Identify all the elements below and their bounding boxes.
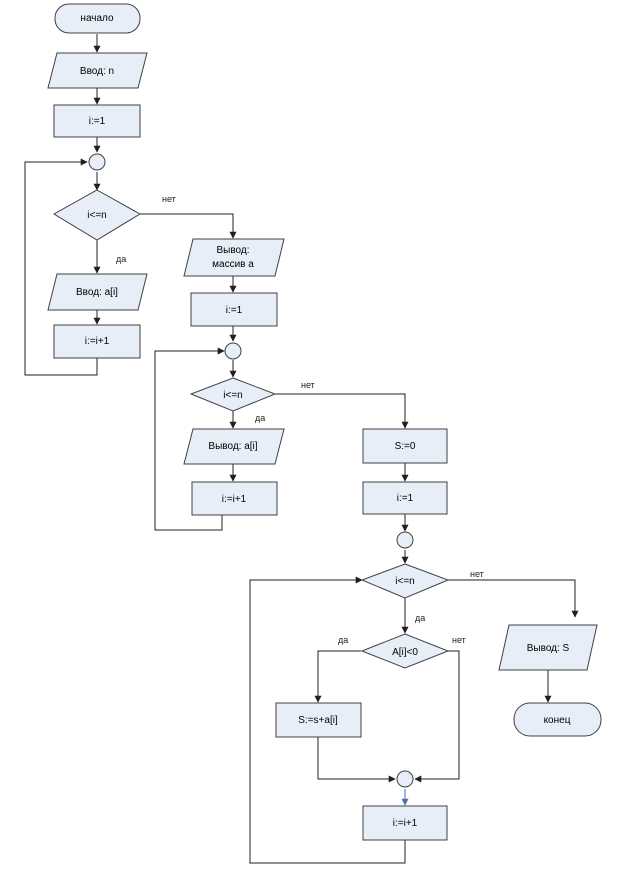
increment-block-1: i:=i+1 bbox=[53, 324, 141, 359]
input-ai-label: Ввод: a[i] bbox=[76, 287, 118, 298]
init-i-block-2: i:=1 bbox=[190, 292, 278, 327]
increment-label-3: i:=i+1 bbox=[393, 818, 418, 829]
no-label-1: нет bbox=[162, 194, 176, 204]
init-i-label-3: i:=1 bbox=[397, 493, 414, 504]
sum-block: S:=s+a[i] bbox=[275, 702, 362, 738]
increment-block-2: i:=i+1 bbox=[191, 481, 278, 516]
connector-lines bbox=[24, 34, 579, 864]
condition-diamond-1: i<=n bbox=[53, 189, 141, 241]
init-i-label-1: i:=1 bbox=[89, 116, 106, 127]
output-ai-block: Вывод: a[i] bbox=[183, 428, 285, 465]
condition-diamond-2: i<=n bbox=[189, 377, 277, 412]
input-n-label: Ввод: n bbox=[80, 66, 114, 77]
init-i-label-2: i:=1 bbox=[226, 305, 243, 316]
increment-label-1: i:=i+1 bbox=[85, 336, 110, 347]
start-terminator: начало bbox=[54, 3, 141, 34]
junction-circle-4 bbox=[396, 770, 414, 788]
no-label-2: нет bbox=[301, 380, 315, 390]
junction-circle-3 bbox=[396, 531, 414, 549]
yes-label-3: да bbox=[415, 613, 425, 623]
condition-label-3: i<=n bbox=[395, 576, 414, 587]
no-label-3: нет bbox=[470, 569, 484, 579]
output-array-label-2: массив a bbox=[212, 259, 254, 270]
output-s-block: Вывод: S bbox=[498, 624, 598, 671]
init-s-label: S:=0 bbox=[395, 441, 416, 452]
no-label-4: нет bbox=[452, 635, 466, 645]
condition-label-1: i<=n bbox=[87, 210, 106, 221]
output-array-label-1: Вывод: bbox=[216, 245, 249, 256]
increment-block-3: i:=i+1 bbox=[362, 805, 448, 841]
yes-label-4: да bbox=[338, 635, 348, 645]
junction-circle-1 bbox=[88, 153, 106, 171]
yes-label-1: да bbox=[116, 254, 126, 264]
condition-negative-label: A[i]<0 bbox=[392, 647, 418, 658]
junction-circle-2 bbox=[224, 342, 242, 360]
init-i-block-3: i:=1 bbox=[362, 481, 448, 515]
input-n-block: Ввод: n bbox=[47, 52, 148, 89]
end-label: конец bbox=[544, 715, 571, 726]
output-s-label: Вывод: S bbox=[527, 643, 570, 654]
output-ai-label: Вывод: a[i] bbox=[208, 441, 257, 452]
sum-label: S:=s+a[i] bbox=[298, 715, 338, 726]
output-array-block: Вывод: массив a bbox=[183, 238, 285, 277]
init-i-block-1: i:=1 bbox=[53, 104, 141, 138]
branch-labels: нет да нет да нет да да нет bbox=[116, 194, 484, 645]
yes-label-2: да bbox=[255, 413, 265, 423]
condition-diamond-3: i<=n bbox=[360, 563, 450, 599]
input-ai-block: Ввод: a[i] bbox=[47, 273, 148, 311]
end-terminator: конец bbox=[513, 702, 602, 737]
condition-diamond-negative: A[i]<0 bbox=[360, 633, 450, 669]
init-s-block: S:=0 bbox=[362, 428, 448, 464]
start-label: начало bbox=[80, 13, 114, 24]
condition-label-2: i<=n bbox=[223, 390, 242, 401]
increment-label-2: i:=i+1 bbox=[222, 494, 247, 505]
